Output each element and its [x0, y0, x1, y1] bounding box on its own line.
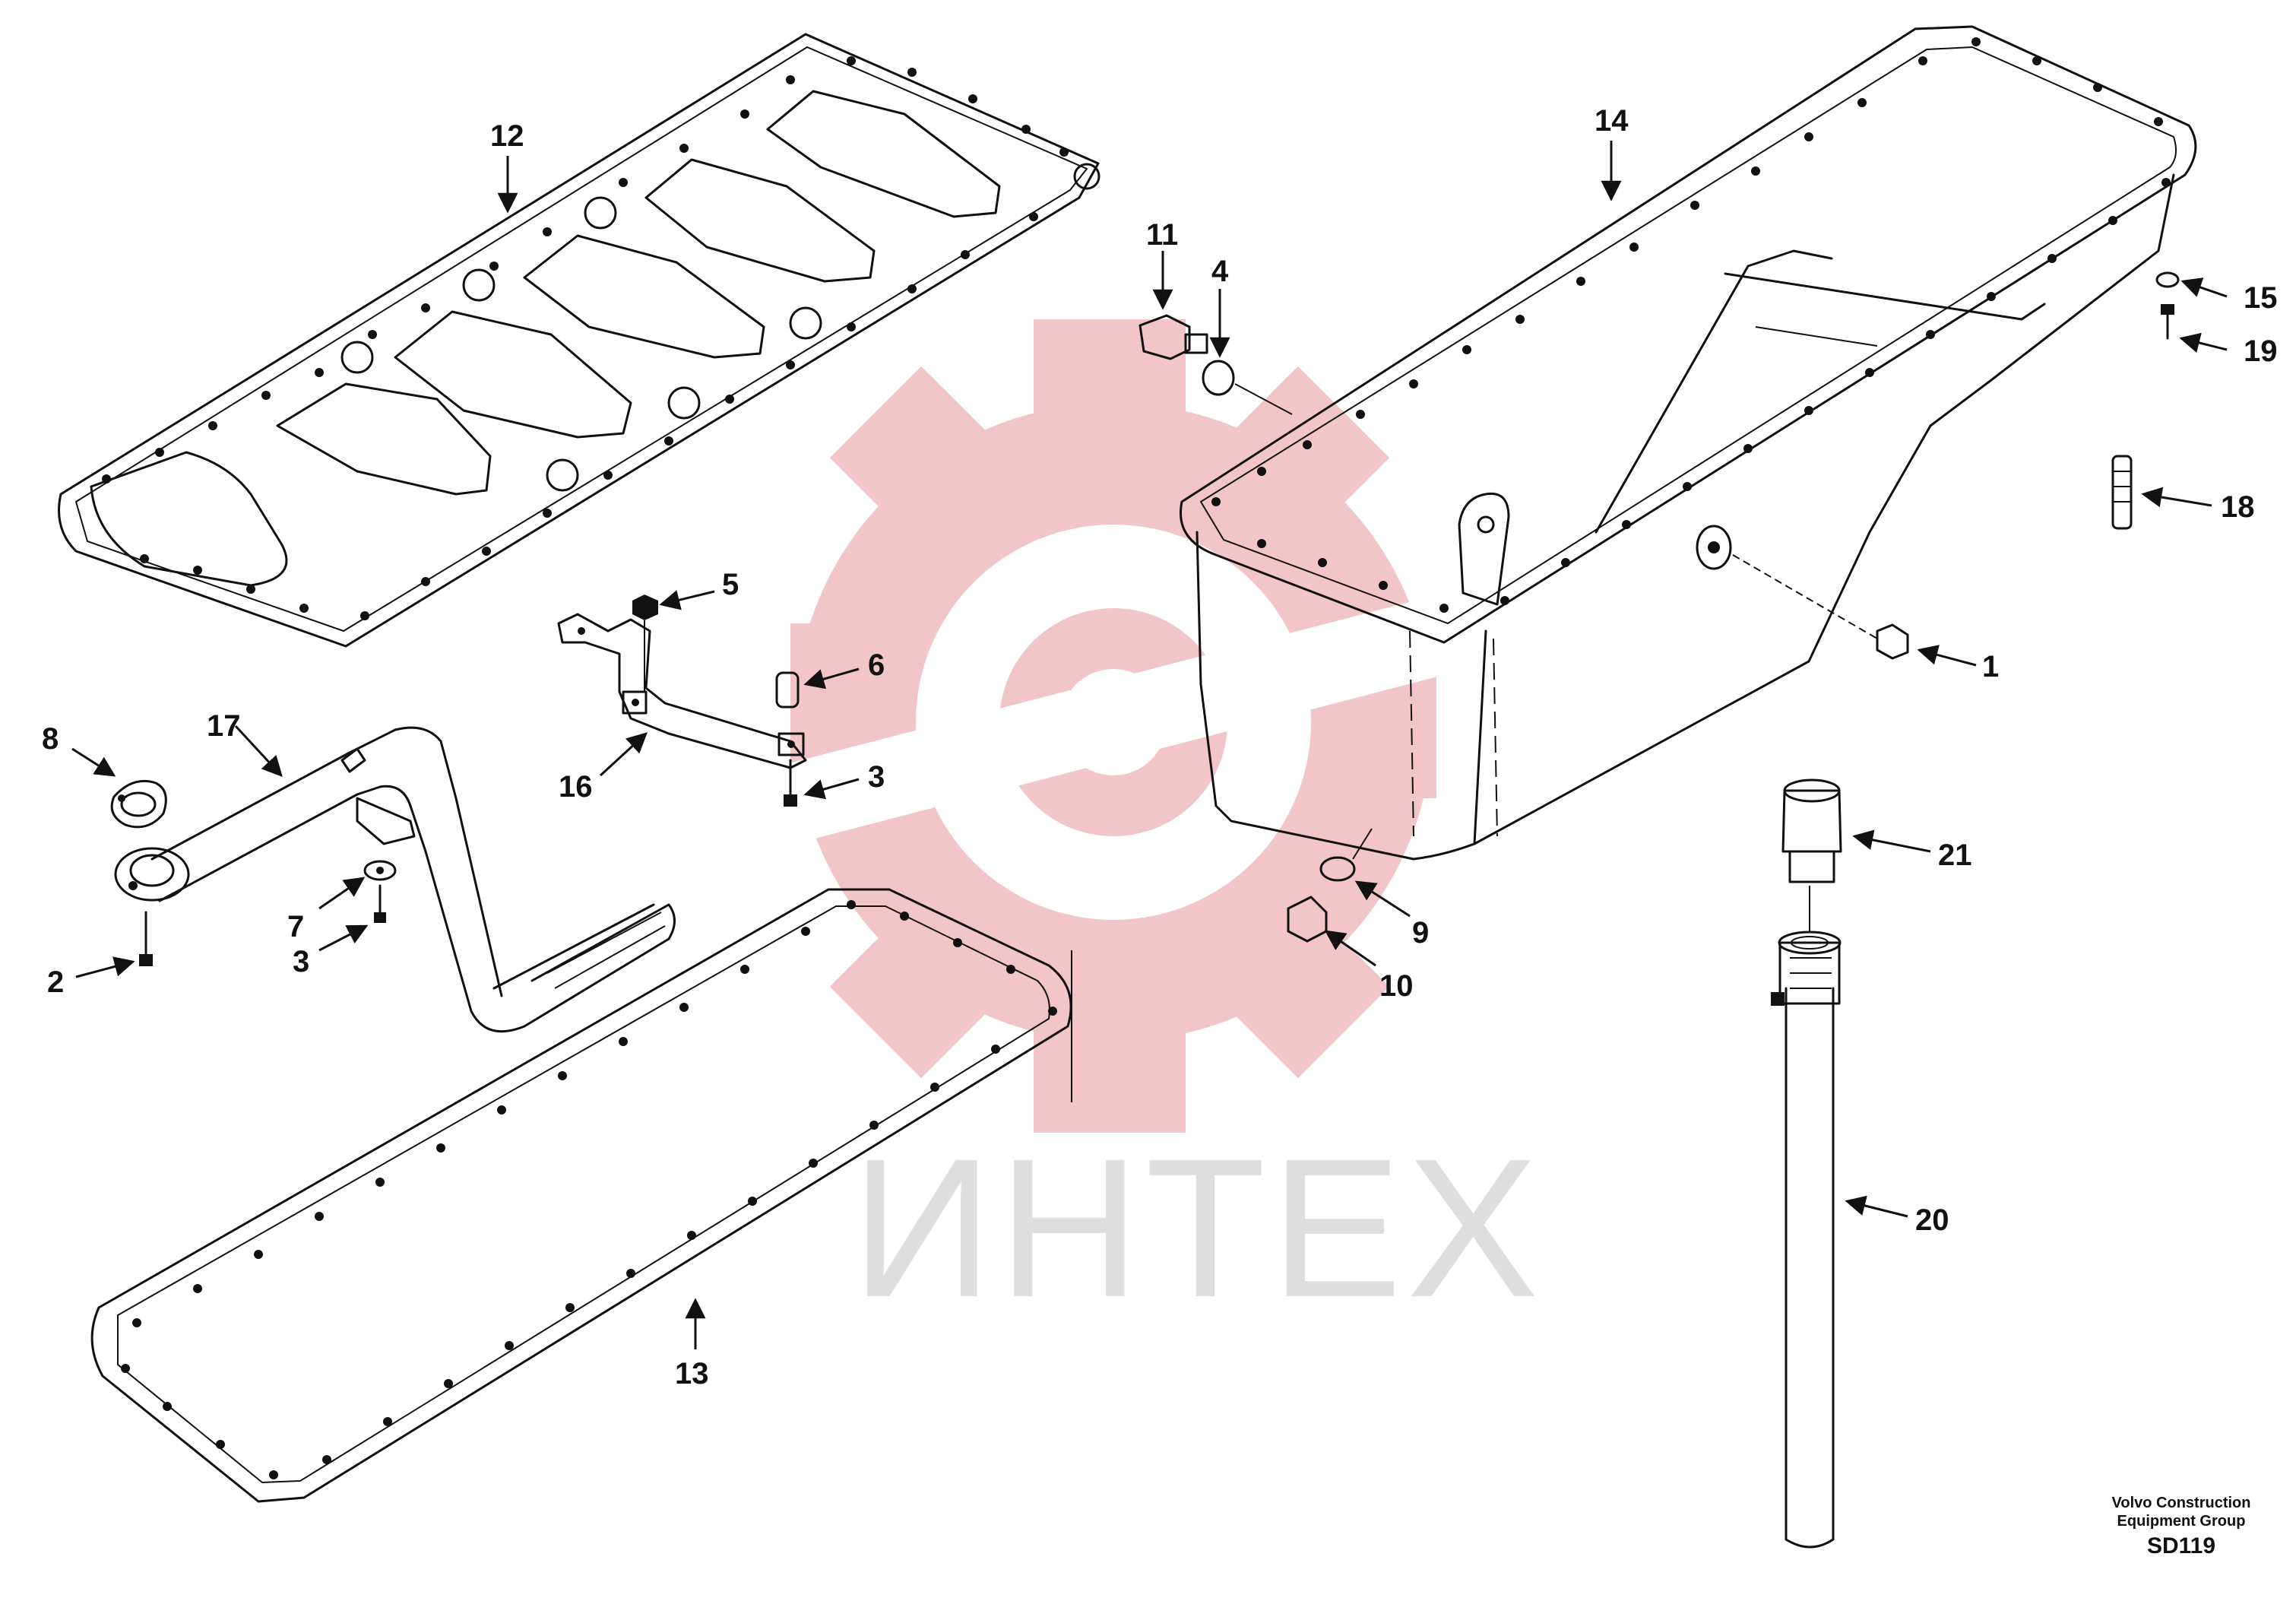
callout-20: 20 [1915, 1203, 1949, 1237]
part-8-flange-gasket [110, 779, 167, 829]
callout-5: 5 [722, 568, 739, 601]
callout-2: 2 [47, 965, 64, 999]
part-19-bolt [2161, 304, 2174, 340]
callout-4: 4 [1211, 255, 1229, 288]
callout-1: 1 [1982, 650, 1999, 683]
part-21-dipstick-cap [1781, 778, 1842, 931]
callout-9: 9 [1412, 916, 1429, 950]
leader-lines [71, 141, 2228, 1349]
part-12-block-gasket [58, 33, 1100, 648]
callout-3b: 3 [293, 945, 309, 978]
part-13-oil-pan-gasket [90, 888, 1072, 1503]
callout-7: 7 [287, 910, 304, 943]
callout-11: 11 [1146, 218, 1178, 252]
part-6-spacer [775, 671, 800, 709]
part-16-bracket [557, 613, 807, 769]
part-15-washer [2155, 271, 2180, 288]
part-18-sensor [2111, 455, 2133, 530]
footer-block: Volvo Construction Equipment Group SD119 [2112, 1495, 2251, 1558]
footer-company-line1: Volvo Construction [2112, 1495, 2251, 1511]
callout-21: 21 [1938, 839, 1972, 872]
part-11-plug [1138, 314, 1208, 360]
callout-16: 16 [559, 770, 593, 804]
callout-14: 14 [1595, 104, 1629, 138]
part-20-dipstick-tube [1771, 931, 1842, 1549]
callout-6: 6 [868, 648, 885, 682]
part-2-bolt [139, 911, 153, 966]
callout-labels: 12 14 11 4 15 19 18 1 5 6 3 16 17 8 7 3 … [42, 104, 2278, 1390]
part-7-washer [363, 860, 397, 881]
part-1-nut [1876, 623, 1909, 660]
part-3-bolt-lower [374, 884, 386, 923]
part-4-o-ring [1202, 360, 1235, 396]
footer-drawing-code: SD119 [2147, 1533, 2215, 1558]
callout-15: 15 [2244, 281, 2278, 315]
callout-3a: 3 [868, 760, 885, 794]
part-9-washer [1319, 856, 1356, 882]
callout-12: 12 [490, 119, 524, 153]
part-14-oil-pan [1180, 25, 2197, 861]
part-3-bolt-upper [784, 759, 797, 807]
callout-19: 19 [2244, 335, 2278, 368]
watermark-logo: ИНТЕХ [684, 319, 1543, 1339]
part-17-suction-pipe [114, 726, 676, 1033]
callout-13: 13 [675, 1357, 709, 1390]
callout-18: 18 [2221, 490, 2255, 524]
footer-company-line2: Equipment Group [2117, 1513, 2246, 1530]
part-5-nut [632, 594, 658, 620]
callout-17: 17 [207, 709, 241, 743]
callout-8: 8 [42, 722, 59, 756]
watermark-text: ИНТЕХ [851, 1118, 1543, 1339]
callout-10: 10 [1379, 969, 1414, 1003]
